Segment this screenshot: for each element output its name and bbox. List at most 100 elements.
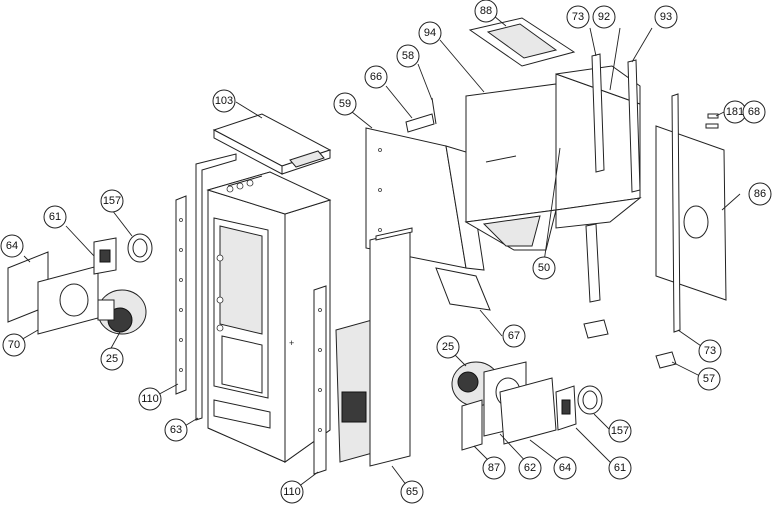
callout-number: 63 [170,424,182,436]
part-front-panel-65 [369,227,413,467]
part-bracket-57 [583,319,677,369]
callout-number: 64 [559,462,571,474]
callout-circle [364,65,388,89]
callout-circle [418,21,442,45]
callout-c87: 87 [482,456,506,480]
callout-c61a: 61 [43,205,67,229]
callout-c110b: 110 [280,480,304,504]
part-panel-64-left [7,251,99,335]
part-panel-64-right [499,377,557,445]
callout-number: 110 [141,393,159,405]
callout-c73a: 73 [566,5,590,29]
callout-circle [566,5,590,29]
callout-circle [608,456,632,480]
callout-circle [532,256,556,280]
callout-c157a: 157 [100,189,124,213]
part-top-cover [212,113,332,175]
callout-circle [400,480,424,504]
callout-circle [396,44,420,68]
part-rail-50 [585,223,601,303]
callout-c66: 66 [364,65,388,89]
callout-c94: 94 [418,21,442,45]
callout-c57: 57 [697,367,721,391]
leader-lines [13,15,741,491]
callout-c68: 68 [742,100,766,124]
callout-c61b: 61 [608,456,632,480]
part-main-cabinet: + [206,171,332,463]
callout-c70: 70 [2,333,26,357]
callout-circle [482,456,506,480]
callout-number: 25 [442,341,454,353]
part-side-panel-left [195,153,237,421]
callout-c157b: 157 [608,419,632,443]
callout-c63: 63 [164,418,188,442]
callout-circle [553,456,577,480]
callout-circle [280,480,304,504]
callout-number: 181 [726,106,744,118]
callout-number: 62 [524,462,536,474]
part-ring-157-right [577,385,603,415]
callout-circle [654,5,678,29]
callout-circle [698,339,722,363]
callout-number: 66 [370,71,382,83]
callout-number: 87 [488,462,500,474]
callout-number: 57 [703,373,715,385]
callout-circle [164,418,188,442]
callout-circle [333,92,357,116]
callout-number: 157 [103,195,121,207]
callout-number: 50 [538,262,550,274]
callout-number: 61 [49,211,61,223]
callout-c86: 86 [748,182,772,206]
part-strip-left [175,195,187,395]
callout-circle [138,387,162,411]
callout-c93: 93 [654,5,678,29]
callout-number: 59 [339,98,351,110]
callout-c59: 59 [333,92,357,116]
callout-number: 93 [660,11,672,23]
callout-c67: 67 [502,324,526,348]
callout-number: 88 [480,5,492,17]
callout-number: 92 [598,11,610,23]
callout-c92: 92 [592,5,616,29]
part-top-frame-88 [468,17,576,67]
callout-circle [502,324,526,348]
callout-c65: 65 [400,480,424,504]
callout-circle [742,100,766,124]
callout-number: 73 [572,11,584,23]
callout-circle [100,189,124,213]
part-panel-87 [461,399,483,451]
callout-circle [2,333,26,357]
part-hopper-94 [464,83,557,251]
callout-circle [100,347,124,371]
callout-number: 86 [754,188,766,200]
callout-number: 58 [402,50,414,62]
callout-c181: 181 [723,100,747,124]
callout-number: 61 [614,462,626,474]
callout-circle [608,419,632,443]
callout-number: 25 [106,353,118,365]
callout-circle [697,367,721,391]
callout-circle [0,234,24,258]
callout-circle [518,456,542,480]
callout-number: 157 [611,425,629,437]
part-fan-motor-25-left [97,289,147,335]
callout-circle [748,182,772,206]
part-back-panel-86 [655,93,727,333]
part-tray-67 [435,267,491,311]
part-bracket-66 [405,97,437,133]
callout-c64b: 64 [553,456,577,480]
callout-c88: 88 [474,0,498,23]
part-strip-73-top [591,53,605,173]
callout-c110a: 110 [138,387,162,411]
callout-circle [592,5,616,29]
part-strip-110-right [313,285,327,475]
callout-number: 64 [6,240,18,252]
part-flange-61-left [93,237,117,275]
callout-circle [474,0,498,23]
callout-c62: 62 [518,456,542,480]
part-strip-93 [627,59,641,193]
part-clip-181 [705,113,719,129]
